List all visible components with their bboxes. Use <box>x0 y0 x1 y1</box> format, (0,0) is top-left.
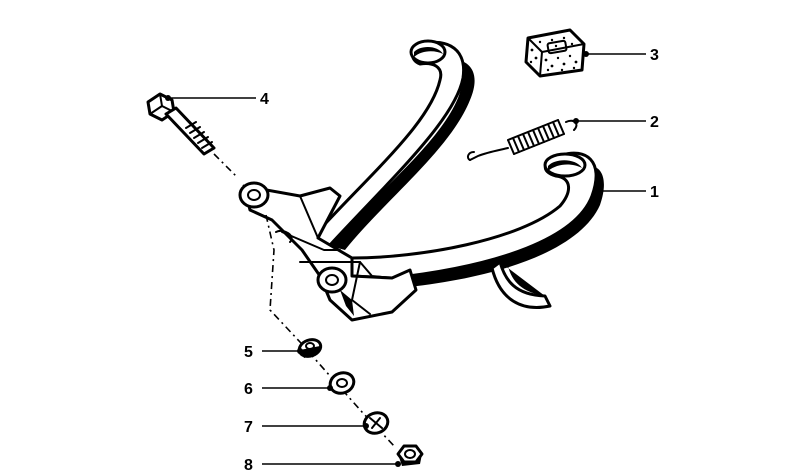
bolt-threads <box>185 121 213 149</box>
callout-6: 6 <box>244 381 253 398</box>
rubber-texture <box>529 36 578 72</box>
callout-2: 2 <box>650 114 659 131</box>
washer-part[interactable] <box>327 369 356 396</box>
leader-2 <box>573 118 646 124</box>
assembly-axis-lower <box>265 214 397 449</box>
callout-7: 7 <box>244 419 253 436</box>
lock-washer-part[interactable] <box>361 409 390 436</box>
nut-part[interactable] <box>396 444 424 466</box>
callout-4: 4 <box>260 91 269 108</box>
callout-5: 5 <box>244 344 253 361</box>
leader-1 <box>597 188 646 194</box>
leader-4 <box>165 95 256 101</box>
leader-5 <box>262 348 303 354</box>
pivot-bolt-part[interactable] <box>146 92 216 156</box>
leader-8 <box>262 461 401 467</box>
leader-3 <box>583 51 646 57</box>
callout-3: 3 <box>650 47 659 64</box>
rubber-stop-part[interactable] <box>524 28 586 78</box>
callout-1: 1 <box>650 184 659 201</box>
leader-7 <box>262 423 369 429</box>
bushing-part[interactable] <box>297 337 323 360</box>
callout-8: 8 <box>244 457 253 473</box>
spring-coils <box>507 119 565 155</box>
assembly-axis <box>213 153 237 177</box>
center-stand-part[interactable] <box>238 39 604 322</box>
leader-6 <box>262 385 333 391</box>
